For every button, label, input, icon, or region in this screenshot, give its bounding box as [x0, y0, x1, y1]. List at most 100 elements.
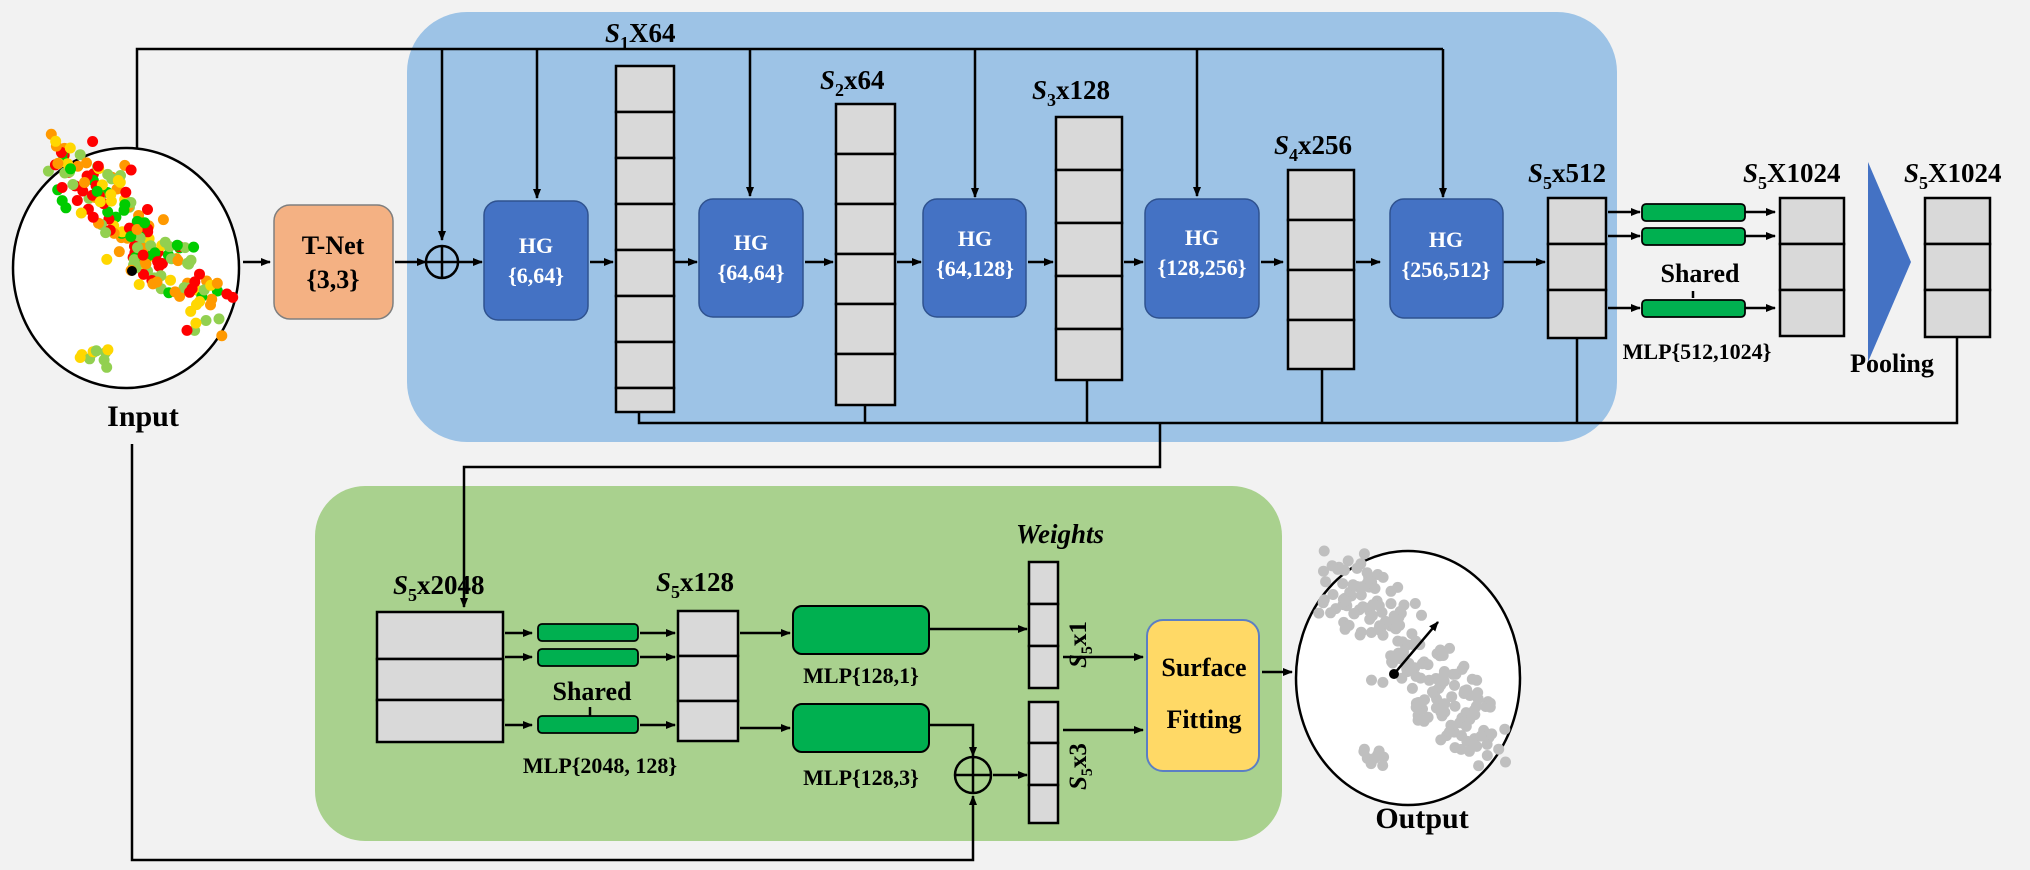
hg-block-4: HG {128,256} — [1144, 198, 1260, 319]
input-point — [125, 164, 137, 176]
output-point — [1402, 639, 1413, 651]
input-point — [151, 276, 163, 288]
output-point — [1358, 548, 1370, 560]
sum-operator — [424, 244, 460, 280]
pooling-label: Pooling — [1850, 349, 1934, 378]
output-point — [1342, 555, 1354, 567]
output-point — [1392, 647, 1404, 659]
output-point — [1422, 711, 1434, 723]
output-point — [1320, 576, 1332, 588]
input-point — [64, 142, 76, 154]
input-point — [125, 231, 137, 242]
hg-block-2: HG {64,64} — [698, 198, 804, 318]
input-point — [102, 344, 114, 356]
input-point — [79, 177, 90, 188]
output-point — [1376, 606, 1388, 618]
input-point — [71, 195, 83, 206]
hg-5-params: {256,512} — [1402, 257, 1491, 282]
output-point — [1365, 758, 1377, 770]
query-point — [127, 266, 137, 276]
shared-mlp-decoder — [537, 623, 639, 734]
input-point — [65, 163, 76, 175]
label-s5x2048: S5x2048 — [393, 570, 485, 605]
shared-mlp-encoder — [1641, 203, 1746, 318]
input-point — [92, 160, 104, 172]
input-point — [91, 185, 103, 197]
mlp-512-1024-label: MLP{512,1024} — [1623, 339, 1772, 364]
output-point — [1449, 700, 1461, 712]
output-point — [1443, 726, 1455, 738]
pooling-triangle — [1868, 162, 1911, 362]
input-point — [133, 279, 145, 290]
output-circle — [1294, 549, 1522, 807]
output-point — [1340, 595, 1352, 607]
feature-stack-s5x1024-a — [1778, 196, 1846, 338]
label-s5x512: S5x512 — [1528, 158, 1606, 193]
output-point — [1460, 720, 1472, 732]
mlp-128-3-label: MLP{128,3} — [803, 765, 919, 790]
output-point — [1348, 608, 1360, 619]
output-point — [1414, 698, 1426, 709]
output-point — [1385, 598, 1397, 610]
output-point — [1337, 578, 1349, 590]
output-point-cloud — [1294, 545, 1522, 807]
input-point — [200, 315, 212, 326]
output-point — [1449, 679, 1460, 691]
output-point — [1471, 674, 1483, 686]
output-point — [1412, 714, 1424, 726]
input-point — [52, 158, 64, 169]
input-circle — [11, 146, 241, 390]
input-point — [169, 286, 181, 298]
input-point — [90, 345, 102, 357]
output-point — [1338, 564, 1350, 576]
shared-label-top: Shared — [1661, 259, 1741, 288]
output-point — [1423, 674, 1435, 686]
output-point — [1499, 723, 1511, 735]
input-point — [56, 195, 68, 207]
mlp-2048-128-label: MLP{2048, 128} — [523, 753, 677, 778]
input-point — [77, 185, 89, 197]
output-point — [1390, 623, 1402, 635]
tnet-title: T-Net — [302, 231, 365, 260]
feature-stack-s5x2048 — [375, 610, 505, 744]
hg-2-name: HG — [734, 230, 768, 255]
hg-block-5: HG {256,512} — [1389, 198, 1504, 319]
sum-operator-decoder — [953, 755, 993, 795]
output-point — [1427, 686, 1438, 698]
input-point — [50, 135, 62, 147]
output-point — [1347, 579, 1359, 591]
feature-stack-s3x128 — [1054, 115, 1124, 382]
label-s5x1024-a: S5X1024 — [1743, 158, 1841, 193]
input-point — [190, 317, 202, 329]
output-point — [1438, 675, 1450, 687]
mlp-128-1-label: MLP{128,1} — [803, 663, 919, 688]
output-point — [1374, 620, 1386, 632]
input-point — [87, 136, 99, 147]
output-label: Output — [1375, 802, 1468, 835]
output-point — [1318, 565, 1329, 577]
output-point — [1435, 734, 1447, 746]
hg-2-params: {64,64} — [718, 260, 785, 285]
hg-4-name: HG — [1185, 225, 1219, 250]
input-point — [205, 299, 216, 311]
input-point — [194, 296, 206, 307]
output-point — [1369, 583, 1381, 594]
input-point — [98, 354, 110, 366]
hg-1-name: HG — [519, 233, 553, 258]
input-point — [101, 253, 113, 265]
output-point — [1409, 598, 1421, 609]
surface-fitting-block — [1146, 619, 1260, 772]
tnet-params: {3,3} — [307, 265, 360, 294]
input-point — [139, 217, 151, 229]
input-point — [113, 246, 125, 258]
output-point — [1343, 619, 1355, 631]
surface-label-line1: Surface — [1161, 653, 1246, 682]
output-point — [1434, 644, 1446, 656]
input-point — [94, 196, 106, 208]
output-point — [1438, 698, 1450, 710]
label-s5x1024-b: S5X1024 — [1904, 158, 2002, 193]
input-point — [185, 305, 197, 317]
output-point — [1484, 701, 1496, 713]
output-point — [1313, 607, 1325, 619]
tnet-block — [273, 204, 394, 320]
